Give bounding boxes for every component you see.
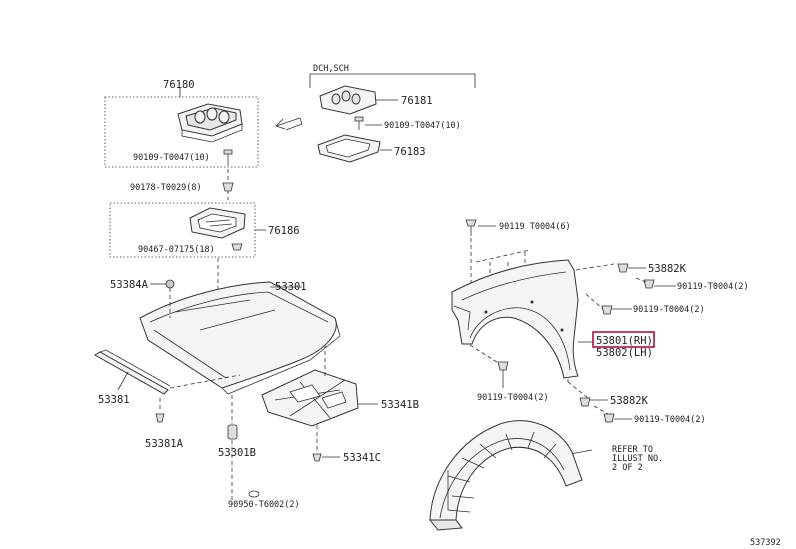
refer-note-line1: REFER TO — [612, 445, 653, 455]
group-box-76180 — [104, 96, 259, 168]
label-90119-bl[interactable]: 90119-T0004(2) — [477, 393, 549, 403]
fender-liner-part[interactable] — [428, 420, 583, 531]
direction-arrow-icon — [275, 117, 303, 131]
label-90119-r1[interactable]: 90119-T0004(2) — [677, 282, 749, 292]
label-90109-a[interactable]: 90109-T0047(10) — [133, 153, 210, 163]
cushion-53384A-icon[interactable] — [150, 279, 175, 318]
clip-53381A-icon[interactable] — [155, 398, 165, 423]
hood-reinforcement-part[interactable] — [261, 369, 378, 427]
label-53802[interactable]: 53802(LH) — [596, 347, 653, 359]
label-53882K-b[interactable]: 53882K — [610, 395, 649, 407]
scoop-gasket-part[interactable] — [317, 134, 392, 163]
front-fender-part[interactable] — [451, 259, 579, 379]
screw-90119-r1-icon[interactable] — [635, 277, 676, 289]
label-53341C[interactable]: 53341C — [343, 452, 381, 464]
label-90119-top[interactable]: 90119 T0004(6) — [499, 222, 571, 232]
label-90467[interactable]: 90467-07175(18) — [138, 245, 215, 255]
label-90119-r2[interactable]: 90119-T0004(2) — [633, 305, 705, 315]
label-53384A[interactable]: 53384A — [110, 279, 149, 291]
label-76181[interactable]: 76181 — [401, 95, 433, 107]
screw-90119-br-icon[interactable] — [593, 405, 632, 423]
label-53301B[interactable]: 53301B — [218, 447, 256, 459]
screw-90109-b-icon[interactable] — [354, 116, 382, 130]
scoop-seal-part[interactable] — [189, 207, 246, 239]
hood-seal-strip-part[interactable] — [94, 349, 241, 395]
highlight-53801-box — [592, 331, 655, 348]
label-90109-b[interactable]: 90109-T0047(10) — [384, 121, 461, 131]
clip-53341C-icon[interactable] — [312, 425, 340, 462]
label-53801[interactable]: 53801(RH) — [596, 335, 653, 347]
variant-note: DCH,SCH — [313, 64, 349, 74]
plug-90950-icon[interactable] — [248, 490, 260, 498]
screw-90119-r2-icon[interactable] — [601, 305, 632, 315]
hood-scoop-group: 76180 90109-T0047(10) — [104, 79, 259, 168]
label-90119-br[interactable]: 90119-T0004(2) — [634, 415, 706, 425]
screw-90119-top-icon[interactable] — [465, 219, 496, 236]
label-76186[interactable]: 76186 — [268, 225, 300, 237]
label-53301[interactable]: 53301 — [275, 281, 307, 293]
screw-90109-icon[interactable] — [223, 149, 233, 162]
clip-90178-icon[interactable] — [222, 162, 234, 200]
clip-53882K-b-icon[interactable] — [579, 397, 608, 407]
hood-bumper-53301B-icon[interactable] — [227, 395, 238, 505]
label-53381A[interactable]: 53381A — [145, 438, 184, 450]
clip-90467-icon[interactable] — [231, 243, 243, 251]
hood-scoop-part[interactable] — [177, 103, 243, 143]
scoop-variant-part[interactable] — [319, 85, 398, 115]
clip-53882K-a-icon[interactable] — [617, 263, 646, 273]
refer-note-line2: ILLUST NO. — [612, 454, 663, 464]
label-90178[interactable]: 90178-T0029(8) — [130, 183, 202, 193]
variant-bracket: DCH,SCH — [309, 64, 476, 88]
label-53882K-a[interactable]: 53882K — [648, 263, 687, 275]
screw-90119-bl-icon[interactable] — [469, 344, 509, 388]
hood-panel-part[interactable] — [139, 281, 341, 395]
label-76180[interactable]: 76180 — [163, 79, 195, 91]
label-53341B[interactable]: 53341B — [381, 399, 419, 411]
label-90950[interactable]: 90950-T6002(2) — [228, 500, 300, 510]
seal-group — [109, 202, 266, 258]
label-53381[interactable]: 53381 — [98, 394, 130, 406]
diagram-id: 537392 — [750, 538, 781, 548]
refer-note-line3: 2 OF 2 — [612, 463, 643, 473]
label-76183[interactable]: 76183 — [394, 146, 426, 158]
